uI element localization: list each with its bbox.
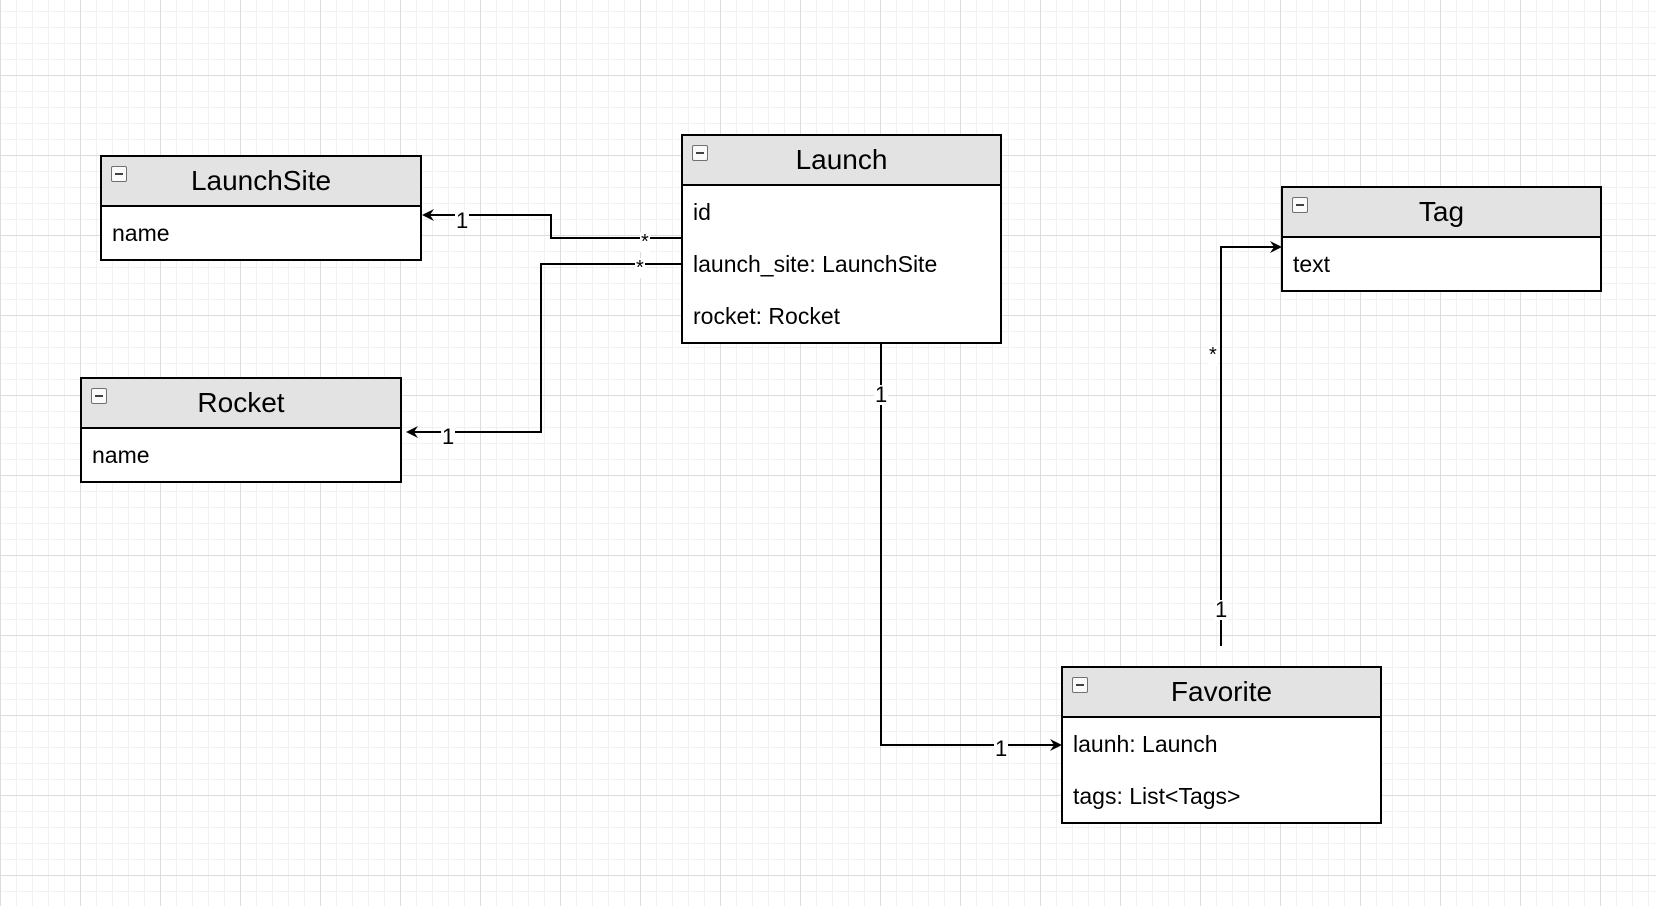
edge-launch-favorite [880,342,1062,751]
entity-header[interactable]: LaunchSite [102,157,420,207]
edge-launch-rocket [406,263,681,438]
multiplicity-label: * [640,231,650,253]
entity-title: Rocket [197,387,285,418]
entity-title: LaunchSite [190,165,332,196]
multiplicity-label: * [635,257,645,279]
entity-favorite[interactable]: Favorite launh: Launch tags: List<Tags> [1061,666,1382,824]
edge-favorite-tag [1220,241,1282,646]
entity-field[interactable]: id [693,199,711,225]
multiplicity-label: 1 [441,424,456,449]
entity-field[interactable]: name [112,220,170,246]
multiplicity-label: 1 [994,736,1009,761]
entity-field[interactable]: tags: List<Tags> [1073,783,1241,809]
entity-title: Launch [795,144,888,175]
collapse-icon[interactable] [1072,677,1088,693]
multiplicity-label: 1 [455,208,470,233]
edge-launch-launchsite [422,209,681,239]
entity-title: Favorite [1170,676,1273,707]
entity-field[interactable]: launh: Launch [1073,731,1218,757]
entity-field[interactable]: rocket: Rocket [693,303,840,329]
entity-header[interactable]: Favorite [1063,668,1380,718]
collapse-icon[interactable] [692,145,708,161]
entity-field[interactable]: launch_site: LaunchSite [693,251,938,277]
multiplicity-label: 1 [1214,597,1229,622]
entity-rocket[interactable]: Rocket name [80,377,402,483]
entity-launch[interactable]: Launch id launch_site: LaunchSite rocket… [681,134,1002,344]
entity-title: Tag [1418,196,1465,227]
collapse-icon[interactable] [1292,197,1308,213]
entity-header[interactable]: Rocket [82,379,400,429]
entity-launchsite[interactable]: LaunchSite name [100,155,422,261]
collapse-icon[interactable] [111,166,127,182]
entity-header[interactable]: Launch [683,136,1000,186]
entity-field[interactable]: text [1293,251,1331,277]
entity-header[interactable]: Tag [1283,188,1600,238]
collapse-icon[interactable] [91,388,107,404]
entity-field[interactable]: name [92,442,150,468]
multiplicity-label: * [1208,344,1218,366]
multiplicity-label: 1 [874,382,889,407]
entity-tag[interactable]: Tag text [1281,186,1602,292]
